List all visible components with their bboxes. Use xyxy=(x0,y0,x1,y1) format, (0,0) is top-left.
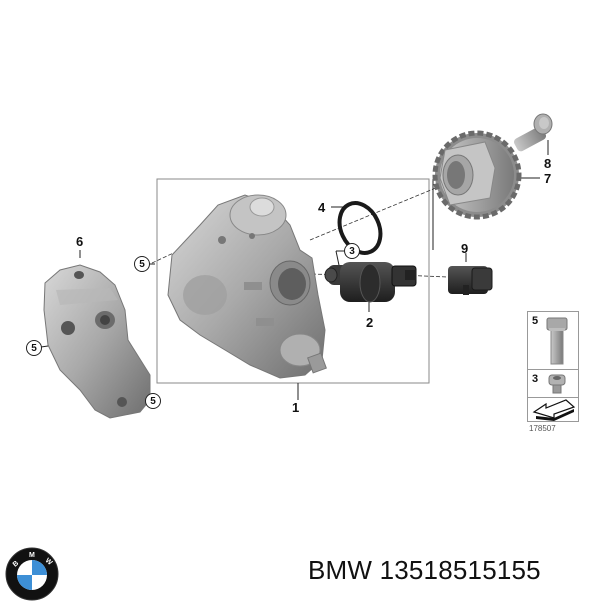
callout-5-bracket-bottom: 5 xyxy=(145,393,161,409)
legend-item-screw: 3 xyxy=(528,370,578,398)
direction-arrow-icon xyxy=(532,399,576,421)
callout-8: 8 xyxy=(544,156,552,171)
hex-bolt-icon xyxy=(546,317,568,365)
legend-item-bolt: 5 xyxy=(528,312,578,370)
legend-label-5: 5 xyxy=(532,315,539,327)
part-number: 13518515155 xyxy=(379,555,541,585)
socket-screw-icon xyxy=(548,374,566,394)
legend-item-arrow xyxy=(528,398,578,422)
brand-name: BMW xyxy=(308,555,373,585)
fuel-pump-drawing xyxy=(167,194,327,379)
callout-2: 2 xyxy=(366,315,374,330)
pump-bracket-drawing xyxy=(43,264,151,419)
callout-4: 4 xyxy=(318,200,326,215)
legend-label-3: 3 xyxy=(532,373,539,385)
svg-text:B: B xyxy=(12,560,20,569)
svg-text:M: M xyxy=(29,552,35,559)
part-title: BMW 13518515155 xyxy=(308,555,541,586)
sprocket-bolt-drawing xyxy=(513,113,553,152)
callout-6: 6 xyxy=(76,234,84,249)
callout-5-bracket-left: 5 xyxy=(26,340,42,356)
metering-valve-drawing xyxy=(324,262,417,303)
callout-5-pump: 5 xyxy=(134,256,150,272)
callout-9: 9 xyxy=(461,241,469,256)
o-ring-drawing xyxy=(337,201,383,255)
callout-1: 1 xyxy=(292,400,300,415)
fastener-legend: 5 3 xyxy=(527,311,579,422)
pump-group-frame xyxy=(156,178,430,384)
callout-3: 3 xyxy=(344,243,360,259)
callout-7: 7 xyxy=(544,171,552,186)
diagram-id: 178507 xyxy=(529,424,556,433)
drive-sprocket-drawing xyxy=(432,130,522,220)
bmw-logo-icon: B M W xyxy=(5,547,59,601)
plug-connector-drawing xyxy=(448,266,493,295)
svg-text:W: W xyxy=(44,557,54,567)
